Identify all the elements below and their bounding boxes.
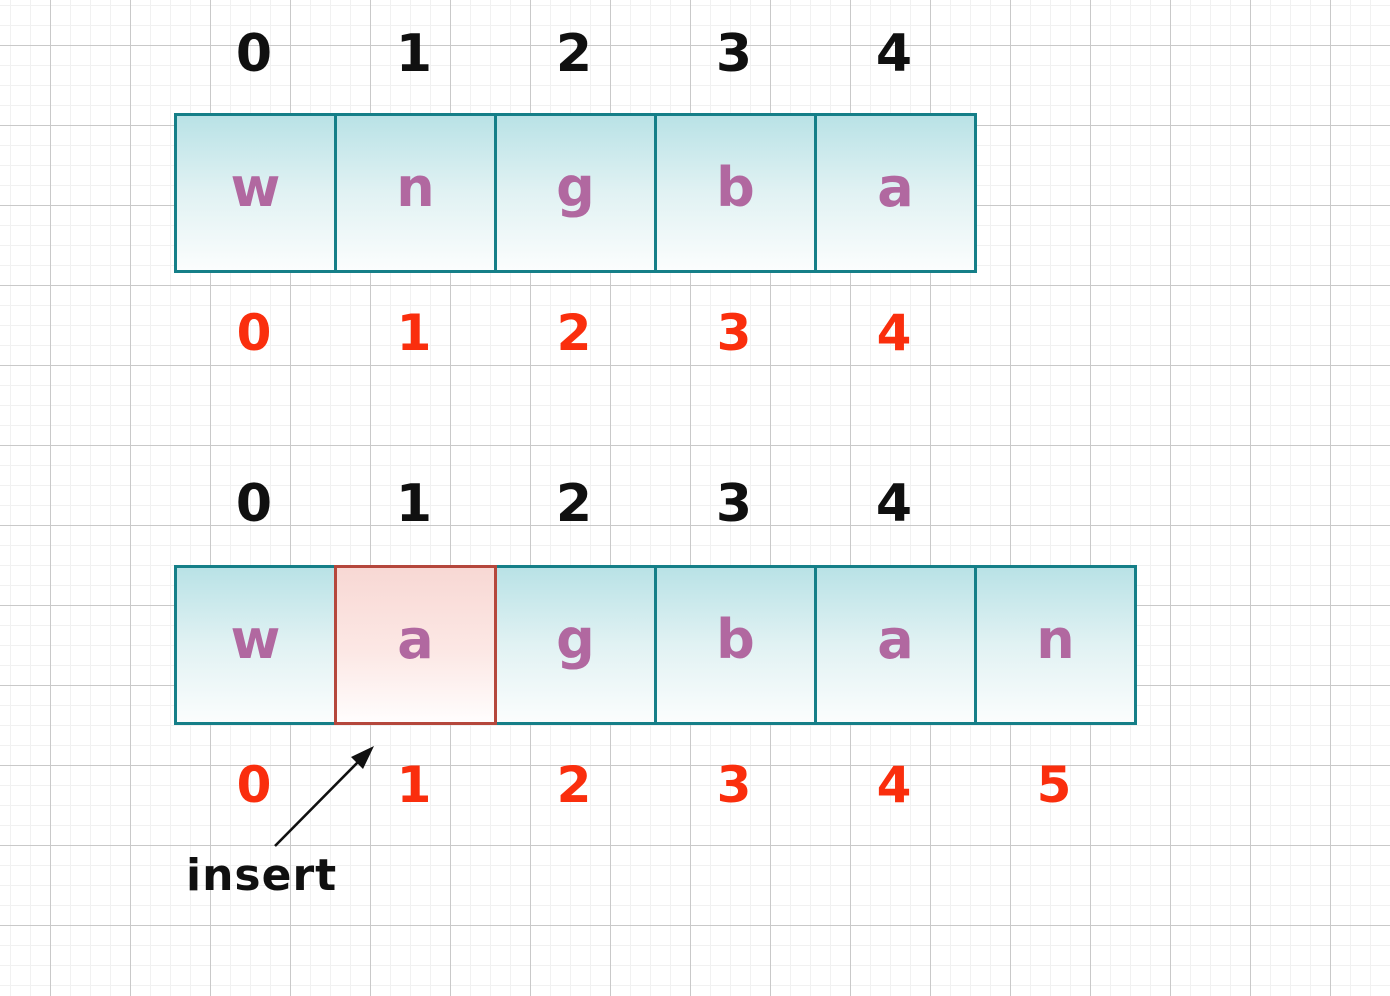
- cell-letter: g: [556, 155, 595, 219]
- cell-letter: w: [230, 607, 281, 671]
- cell-letter: a: [877, 155, 914, 219]
- index-label: 0: [235, 24, 273, 84]
- array-cell: w: [174, 565, 337, 725]
- array-cell: w: [174, 113, 337, 273]
- index-label: 3: [716, 304, 752, 362]
- inserted-cell: a: [334, 565, 497, 725]
- index-label: 0: [236, 756, 272, 814]
- array-cell: n: [974, 565, 1137, 725]
- cell-letter: w: [230, 155, 281, 219]
- index-label: 2: [556, 756, 592, 814]
- array-cell: g: [494, 565, 657, 725]
- index-label: 1: [395, 24, 433, 84]
- index-label: 0: [235, 474, 273, 534]
- index-label: 2: [556, 304, 592, 362]
- index-label: 1: [395, 474, 433, 534]
- array-cell: a: [814, 113, 977, 273]
- index-label: 2: [555, 474, 593, 534]
- index-label: 1: [396, 304, 432, 362]
- cell-letter: n: [1036, 607, 1075, 671]
- index-label: 3: [715, 24, 753, 84]
- top-index-row-after: 0 1 2 3 4: [174, 474, 974, 534]
- top-index-row-before: 0 1 2 3 4: [174, 24, 974, 84]
- bottom-index-row-after: 0 1 2 3 4 5: [174, 758, 1134, 813]
- array-cell: a: [814, 565, 977, 725]
- insert-label: insert: [186, 850, 338, 901]
- index-label: 1: [396, 756, 432, 814]
- cell-letter: a: [397, 607, 434, 671]
- bottom-index-row-before: 0 1 2 3 4: [174, 306, 974, 361]
- index-label: 4: [875, 474, 913, 534]
- index-label: 2: [555, 24, 593, 84]
- index-label: 5: [1036, 756, 1072, 814]
- index-label: 0: [236, 304, 272, 362]
- cell-letter: a: [877, 607, 914, 671]
- index-label: 3: [715, 474, 753, 534]
- index-label: 4: [875, 24, 913, 84]
- array-cell: b: [654, 565, 817, 725]
- index-label: 4: [876, 304, 912, 362]
- cell-letter: n: [396, 155, 435, 219]
- cell-letter: g: [556, 607, 595, 671]
- array-cell: b: [654, 113, 817, 273]
- cell-letter: b: [716, 607, 755, 671]
- array-cell: g: [494, 113, 657, 273]
- array-cell: n: [334, 113, 497, 273]
- cell-letter: b: [716, 155, 755, 219]
- index-label: 4: [876, 756, 912, 814]
- index-label: 3: [716, 756, 752, 814]
